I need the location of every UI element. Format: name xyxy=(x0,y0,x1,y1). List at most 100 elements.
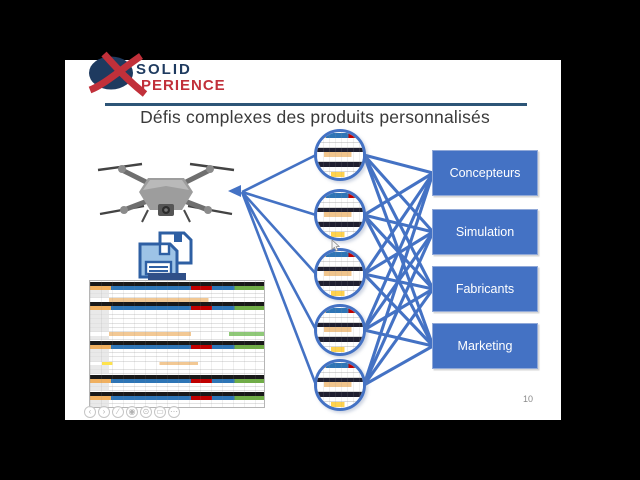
sheet-row-data xyxy=(90,335,264,341)
next-slide-button[interactable]: › xyxy=(98,406,110,418)
mini-sheet-row-section xyxy=(317,337,363,342)
save-files-icon xyxy=(138,231,193,279)
mini-sheet-row-data xyxy=(317,226,363,232)
mini-sheet-row-section xyxy=(317,208,363,213)
target-box-simulation: Simulation xyxy=(432,209,538,255)
mini-sheet-row-section xyxy=(317,392,363,397)
sheet-row-data xyxy=(90,353,264,358)
spreadsheet-title-bar xyxy=(148,273,186,280)
sheet-row-section xyxy=(90,340,264,345)
sheet-row-section xyxy=(90,281,264,286)
sheet-row-header xyxy=(90,396,264,400)
sheet-row-section xyxy=(90,302,264,307)
mini-sheet-row-tan xyxy=(317,271,363,277)
config-sheet-node-2 xyxy=(314,189,366,241)
drone-image xyxy=(97,162,235,223)
mini-sheet-row-section xyxy=(317,222,363,227)
sheet-row-data xyxy=(90,369,264,375)
mini-sheet-row-data xyxy=(317,262,363,267)
more-options-button[interactable]: ⋯ xyxy=(168,406,180,418)
mini-sheet-row-data xyxy=(317,157,363,163)
sheet-row-yellow xyxy=(90,361,264,366)
mini-sheet-row-data xyxy=(317,313,363,318)
logo-swoosh-down xyxy=(101,51,148,97)
config-sheet-node-1 xyxy=(314,129,366,181)
mini-sheet-row-data xyxy=(317,257,363,262)
config-sheet-node-5 xyxy=(314,359,366,411)
mini-sheet-row-yellow xyxy=(317,231,363,237)
sheet-row-header xyxy=(90,378,264,383)
mini-sheet-row-data xyxy=(317,332,363,338)
mini-sheet-row-data xyxy=(317,217,363,223)
mini-sheet-row-header xyxy=(317,193,363,198)
logo-word-bottom: PERIENCE xyxy=(141,77,226,94)
mouse-cursor xyxy=(331,240,341,252)
sheet-row-data xyxy=(90,348,264,354)
mini-sheet-row-data xyxy=(317,318,363,323)
sheet-row-tan xyxy=(90,298,264,302)
mini-sheet-row-data xyxy=(317,341,363,347)
sheet-row-data xyxy=(90,323,264,328)
sheet-row-data xyxy=(90,289,264,294)
sheet-row-data xyxy=(90,327,264,333)
sheet-row-data xyxy=(90,357,264,362)
sheet-row-section xyxy=(90,392,264,396)
mini-sheet-row-tan xyxy=(317,382,363,388)
mini-sheet-row-tan xyxy=(317,212,363,218)
logo-word-top: SOLID xyxy=(136,61,192,78)
mini-sheet-row-data xyxy=(317,285,363,291)
screen-button[interactable]: ▭ xyxy=(154,406,166,418)
magnifier-button[interactable]: ⊙ xyxy=(140,406,152,418)
mini-sheet-row-data xyxy=(317,276,363,282)
mini-sheet-row-data xyxy=(317,166,363,172)
mini-sheet-row-data xyxy=(317,387,363,393)
mini-sheet-row-header xyxy=(317,363,363,368)
mini-sheet-row-section xyxy=(317,267,363,272)
page-number: 10 xyxy=(523,394,534,404)
specification-spreadsheet xyxy=(89,280,265,408)
mini-sheet-row-data xyxy=(317,396,363,402)
mini-sheet-row-header xyxy=(317,308,363,313)
config-sheet-node-3 xyxy=(314,248,366,300)
mini-sheet-row-yellow xyxy=(317,401,363,407)
sheet-row-data xyxy=(90,293,264,299)
mini-sheet-row-data xyxy=(317,138,363,143)
laser-pointer-button[interactable]: ◉ xyxy=(126,406,138,418)
mini-sheet-row-section xyxy=(317,323,363,328)
sheet-row-data xyxy=(90,365,264,370)
sheet-row-data xyxy=(90,310,264,315)
mini-sheet-row-data xyxy=(317,203,363,208)
mini-sheet-row-header xyxy=(317,133,363,138)
mini-sheet-row-data xyxy=(317,373,363,378)
mini-sheet-row-tan xyxy=(317,152,363,158)
sheet-row-header xyxy=(90,344,264,349)
target-box-fabricants: Fabricants xyxy=(432,266,538,312)
mini-sheet-row-yellow xyxy=(317,290,363,296)
mini-sheet-row-section xyxy=(317,148,363,153)
mini-sheet-row-section xyxy=(317,378,363,383)
mini-sheet-row-tan xyxy=(317,327,363,333)
sheet-row-header xyxy=(90,285,264,290)
header-rule xyxy=(105,103,527,106)
sheet-row-data xyxy=(90,382,264,388)
logo-swoosh-up xyxy=(88,53,143,94)
mini-sheet-row-section xyxy=(317,281,363,286)
pen-tool-button[interactable]: ∕ xyxy=(112,406,124,418)
sheet-row-header xyxy=(90,306,264,311)
sheet-row-section xyxy=(90,374,264,379)
presentation-slide: SOLID PERIENCE Défis complexes des produ… xyxy=(65,51,561,420)
mini-sheet-row-data xyxy=(317,368,363,373)
sheet-row-data xyxy=(90,319,264,324)
solidxperience-logo: SOLID PERIENCE xyxy=(88,51,226,97)
mini-sheet-row-header xyxy=(317,252,363,257)
sheet-row-data xyxy=(90,314,264,320)
presenter-control-bar: ‹ › ∕ ◉ ⊙ ▭ ⋯ xyxy=(84,406,180,418)
config-sheet-node-4 xyxy=(314,304,366,356)
sheet-row-data xyxy=(90,387,264,392)
mini-sheet-row-data xyxy=(317,143,363,148)
mini-sheet-row-data xyxy=(317,198,363,203)
sheet-row-tangreen xyxy=(90,332,264,336)
previous-slide-button[interactable]: ‹ xyxy=(84,406,96,418)
slide-title: Défis complexes des produits personnalis… xyxy=(140,107,490,127)
sheet-row-data xyxy=(90,404,264,407)
